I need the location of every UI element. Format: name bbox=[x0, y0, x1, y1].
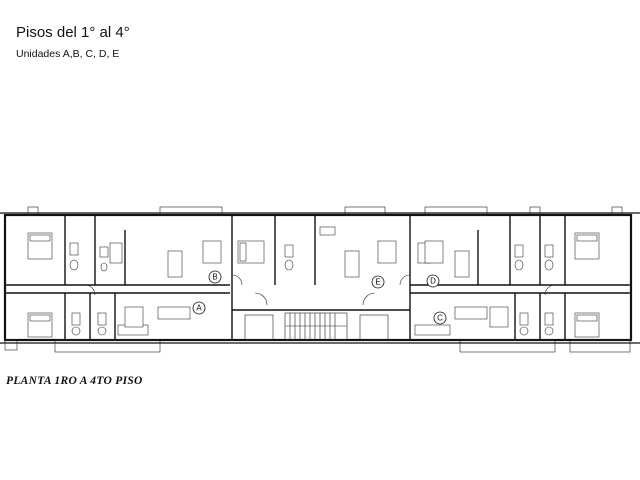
bathroom-fixtures bbox=[69, 242, 554, 336]
unit-label-a: A bbox=[192, 301, 206, 315]
plan-caption: PLANTA 1RO A 4TO PISO bbox=[6, 375, 143, 387]
balconies bbox=[4, 206, 631, 353]
page-subtitle: Unidades A,B, C, D, E bbox=[16, 48, 120, 60]
svg-text:D: D bbox=[430, 277, 436, 286]
kitchen-counters bbox=[109, 226, 451, 336]
door-swings bbox=[84, 274, 556, 306]
unit-label-c: C bbox=[433, 311, 447, 325]
stair-core bbox=[244, 312, 389, 341]
unit-label-d: D bbox=[426, 274, 440, 288]
floor-plan: A B C D E bbox=[0, 206, 640, 353]
interior-walls bbox=[64, 215, 566, 340]
svg-text:B: B bbox=[212, 273, 217, 282]
svg-text:E: E bbox=[375, 278, 380, 287]
svg-text:C: C bbox=[437, 314, 443, 323]
svg-text:A: A bbox=[196, 304, 202, 313]
bedroom-furniture bbox=[27, 232, 600, 338]
unit-label-b: B bbox=[208, 270, 222, 284]
unit-label-e: E bbox=[371, 275, 385, 289]
living-dining-furniture bbox=[124, 240, 509, 328]
page-title: Pisos del 1° al 4° bbox=[16, 24, 130, 41]
